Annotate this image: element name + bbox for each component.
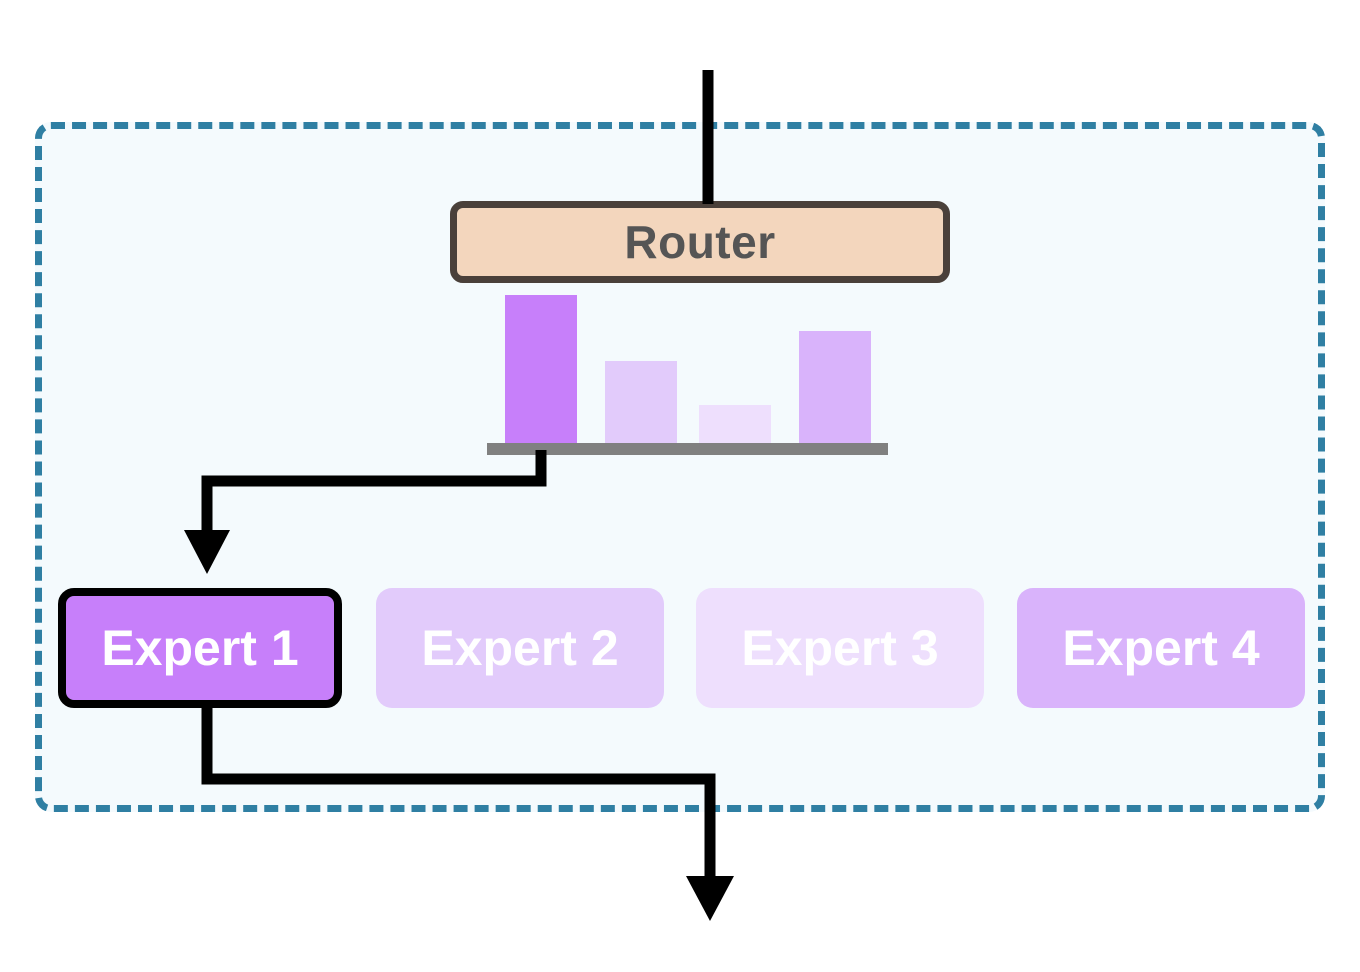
router-label: Router bbox=[624, 216, 776, 268]
expert-block-2[interactable]: Expert 2 bbox=[376, 588, 664, 708]
expert-block-3[interactable]: Expert 3 bbox=[696, 588, 984, 708]
gate-bar-expert-1 bbox=[505, 295, 577, 443]
expert-3-label: Expert 3 bbox=[741, 620, 939, 676]
expert-block-4[interactable]: Expert 4 bbox=[1017, 588, 1305, 708]
gate-bar-expert-2 bbox=[605, 361, 677, 443]
expert-block-1[interactable]: Expert 1 bbox=[58, 588, 342, 708]
expert-1-label: Expert 1 bbox=[101, 620, 299, 676]
gate-distribution-chart bbox=[487, 295, 888, 455]
gate-bar-expert-4 bbox=[799, 331, 871, 443]
gate-chart-baseline bbox=[487, 443, 888, 455]
expert-2-label: Expert 2 bbox=[421, 620, 619, 676]
output-wire-head bbox=[686, 876, 734, 921]
expert-4-label: Expert 4 bbox=[1062, 620, 1260, 676]
gate-bar-expert-3 bbox=[699, 405, 771, 443]
router-block[interactable]: Router bbox=[450, 201, 950, 283]
